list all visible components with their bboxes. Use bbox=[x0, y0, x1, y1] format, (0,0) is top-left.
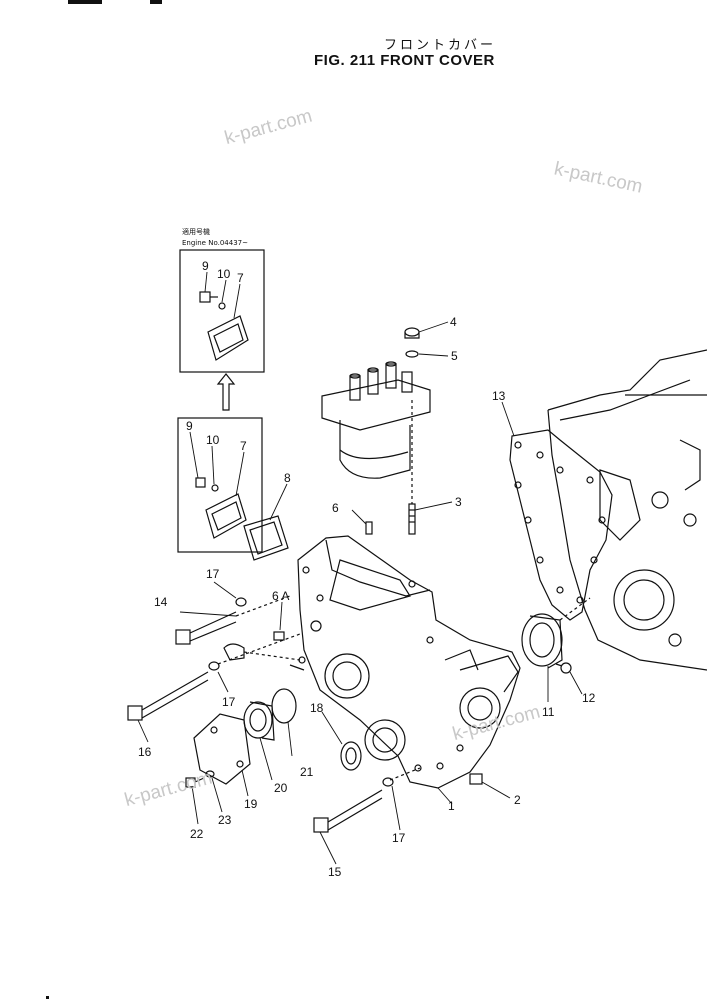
cover-19 bbox=[193, 713, 251, 785]
callout-labels: 1 2 3 4 5 6 6 A 7 7 8 9 9 10 10 11 12 13… bbox=[138, 259, 596, 879]
nut-4 bbox=[404, 327, 420, 339]
stud-3 bbox=[408, 400, 416, 535]
inset-upper-parts bbox=[199, 291, 249, 361]
leader-lines bbox=[137, 271, 583, 865]
callout-15: 15 bbox=[328, 865, 342, 879]
callout-3: 3 bbox=[455, 495, 462, 509]
bearing-11 bbox=[521, 613, 563, 669]
callout-13: 13 bbox=[492, 389, 506, 403]
callout-17-top: 17 bbox=[206, 567, 220, 581]
callout-6a: 6 A bbox=[272, 589, 289, 603]
callout-11: 11 bbox=[542, 705, 555, 719]
top-crop-mark-left bbox=[68, 0, 102, 4]
callout-5: 5 bbox=[451, 349, 458, 363]
callout-18: 18 bbox=[310, 701, 324, 715]
callout-17-mid: 17 bbox=[222, 695, 236, 709]
inset-box-upper bbox=[179, 249, 265, 373]
bolt-15 bbox=[313, 767, 421, 833]
callout-14: 14 bbox=[154, 595, 168, 609]
plug-2 bbox=[469, 773, 483, 785]
callout-8: 8 bbox=[284, 471, 291, 485]
engine-block-outline bbox=[547, 349, 707, 671]
inset-box-lower bbox=[177, 417, 263, 553]
arrow-up-icon bbox=[216, 373, 236, 411]
inset-line1: 適用号機 bbox=[182, 227, 210, 236]
inset-line2: Engine No.04437~ bbox=[182, 239, 248, 247]
fitting bbox=[223, 643, 301, 661]
callout-19: 19 bbox=[244, 797, 258, 811]
front-cover-body bbox=[289, 535, 521, 789]
injection-pump bbox=[321, 361, 431, 479]
gasket-13 bbox=[509, 429, 613, 621]
callout-12: 12 bbox=[582, 691, 596, 705]
callout-17-bottom: 17 bbox=[392, 831, 406, 845]
figure-title: FIG. 211 FRONT COVER bbox=[314, 52, 495, 69]
bolt-12 bbox=[555, 662, 572, 674]
callout-16: 16 bbox=[138, 745, 152, 759]
callout-2: 2 bbox=[514, 793, 521, 807]
callout-21: 21 bbox=[300, 765, 314, 779]
inset-lower-parts bbox=[195, 477, 247, 539]
washer-5 bbox=[405, 350, 419, 358]
callout-10-lower: 10 bbox=[206, 433, 220, 447]
gasket-8 bbox=[243, 515, 289, 561]
callout-9-upper: 9 bbox=[202, 259, 209, 273]
callout-7-lower: 7 bbox=[240, 439, 247, 453]
bolt-22 bbox=[185, 777, 205, 788]
top-crop-mark-right bbox=[150, 0, 162, 4]
pin-6a bbox=[273, 631, 285, 641]
washer-23 bbox=[205, 770, 215, 778]
bolt-16 bbox=[127, 633, 301, 721]
callout-9-lower: 9 bbox=[186, 419, 193, 433]
corner-mark bbox=[46, 996, 49, 999]
o-ring-21 bbox=[271, 688, 297, 724]
callout-4: 4 bbox=[450, 315, 457, 329]
callout-20: 20 bbox=[274, 781, 288, 795]
bearing-20 bbox=[243, 701, 275, 741]
oil-seal-18 bbox=[340, 741, 362, 771]
callout-10-upper: 10 bbox=[217, 267, 231, 281]
callout-1: 1 bbox=[448, 799, 455, 813]
callout-7-upper: 7 bbox=[237, 271, 244, 285]
callout-23: 23 bbox=[218, 813, 232, 827]
bolt-14 bbox=[175, 595, 291, 645]
title-japanese: フロントカバー bbox=[384, 38, 497, 53]
pin-6 bbox=[365, 521, 373, 535]
callout-6: 6 bbox=[332, 501, 339, 515]
callout-22: 22 bbox=[190, 827, 204, 841]
